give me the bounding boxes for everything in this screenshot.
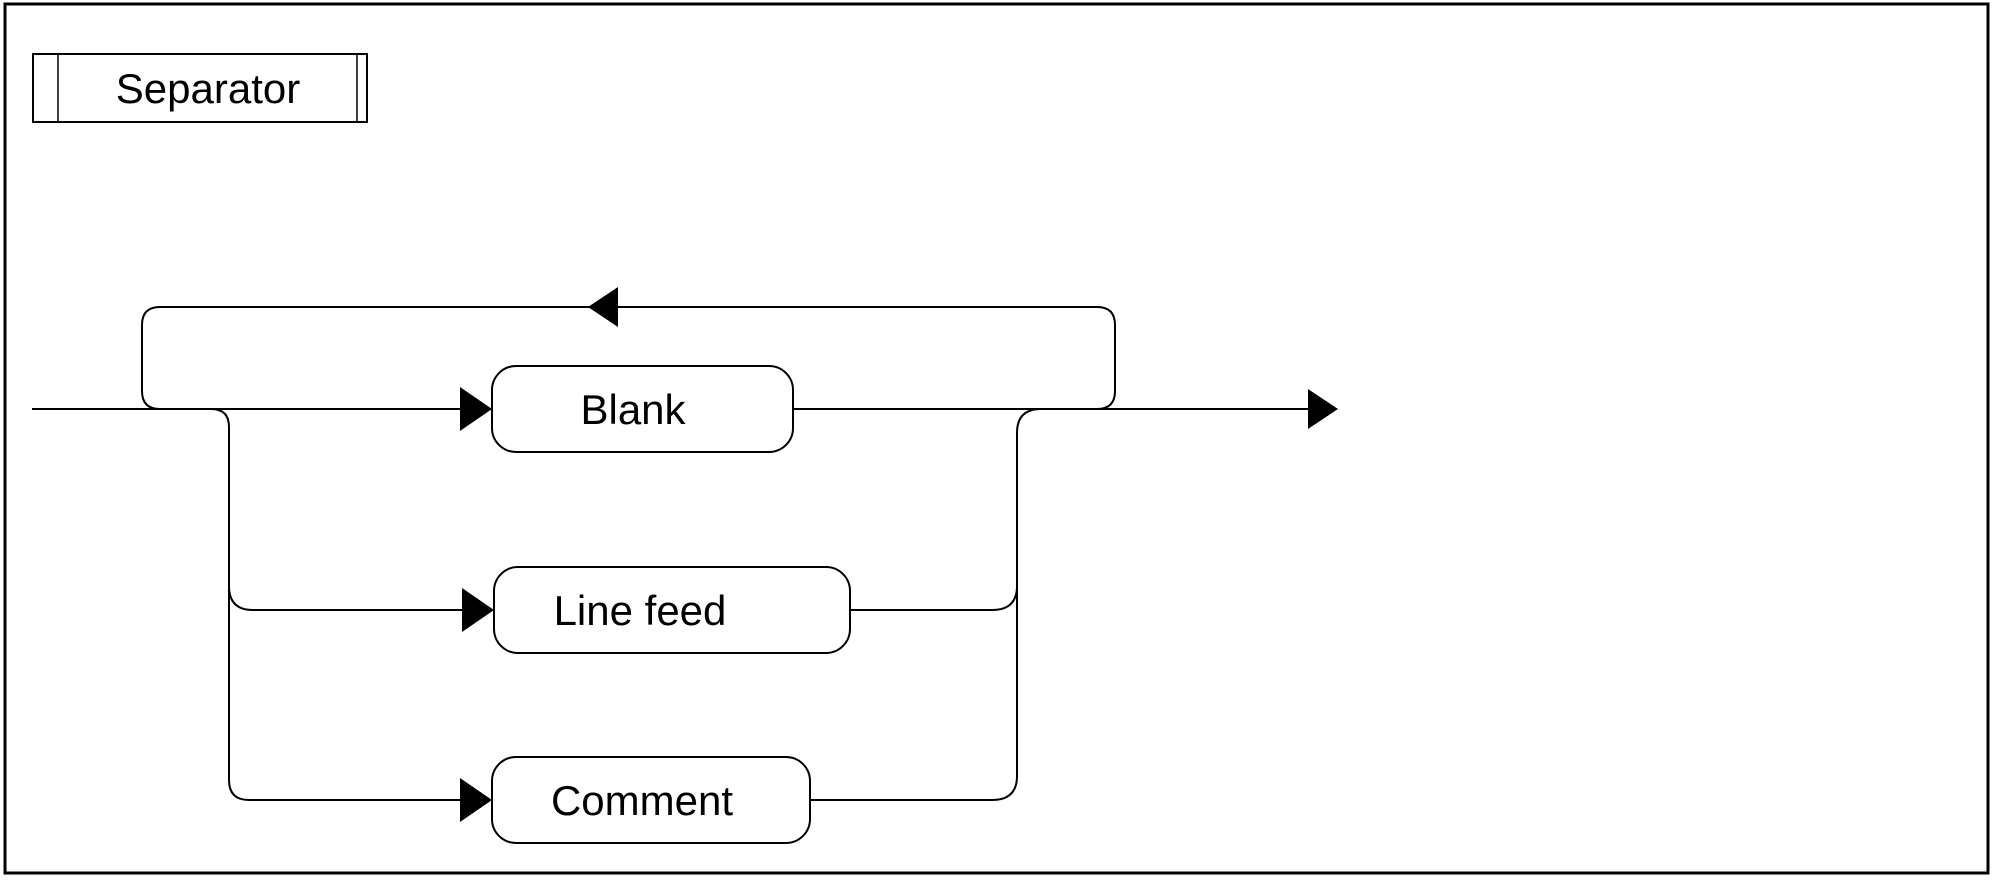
- comment-arrowhead-icon: [460, 778, 492, 822]
- repeat-loop-line: [141, 306, 1116, 410]
- line-feed-node-label: Line feed: [554, 587, 727, 634]
- line-feed-arrowhead-icon: [462, 588, 494, 632]
- blank-arrowhead-icon: [460, 387, 492, 431]
- comment-node-label: Comment: [551, 777, 733, 824]
- line-feed-node-group: Line feed: [462, 566, 851, 654]
- merge-line-from-comment: [810, 408, 1042, 801]
- merge-line-from-line-feed: [850, 585, 1018, 611]
- page-border: [3, 2, 1990, 875]
- branch-line-to-comment: [210, 408, 460, 801]
- rule-title-box: [32, 53, 368, 123]
- rule-title-group: Separator: [32, 53, 368, 123]
- comment-node-box: [491, 756, 811, 844]
- comment-node-group: Comment: [460, 756, 811, 844]
- line-feed-node-box: [493, 566, 851, 654]
- blank-node-box: [491, 365, 794, 453]
- exit-arrowhead-icon: [1308, 389, 1338, 429]
- rule-title: Separator: [116, 65, 300, 112]
- repeat-loop-left-arrow-icon: [588, 287, 618, 327]
- blank-node-label: Blank: [580, 386, 686, 433]
- blank-node-group: Blank: [460, 365, 794, 453]
- branch-line-to-line-feed: [228, 585, 462, 611]
